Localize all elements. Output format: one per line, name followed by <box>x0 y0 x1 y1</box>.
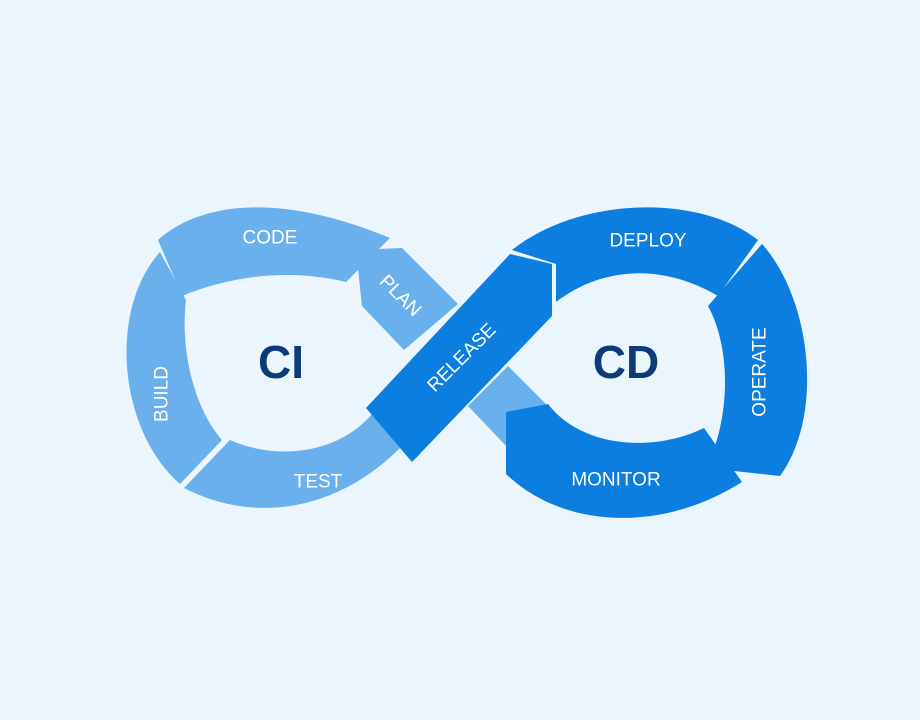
deploy-segment <box>512 207 758 302</box>
build-label: BUILD <box>152 366 173 422</box>
plan-segment <box>356 248 458 350</box>
ci-center-label: CI <box>258 336 304 388</box>
release-segment <box>366 254 552 462</box>
test-label: TEST <box>294 472 343 493</box>
code-segment <box>158 207 390 296</box>
cd-center-label: CD <box>593 336 659 388</box>
cd-loop <box>366 207 808 518</box>
ci-crossover-segment <box>468 366 546 448</box>
test-segment <box>184 414 400 508</box>
build-segment <box>126 252 222 484</box>
monitor-label: MONITOR <box>571 470 660 491</box>
ci-loop <box>126 207 546 508</box>
operate-segment <box>706 244 808 476</box>
monitor-segment <box>506 404 742 518</box>
operate-label: OPERATE <box>750 327 771 416</box>
code-label: CODE <box>243 228 298 249</box>
deploy-label: DEPLOY <box>609 231 686 252</box>
